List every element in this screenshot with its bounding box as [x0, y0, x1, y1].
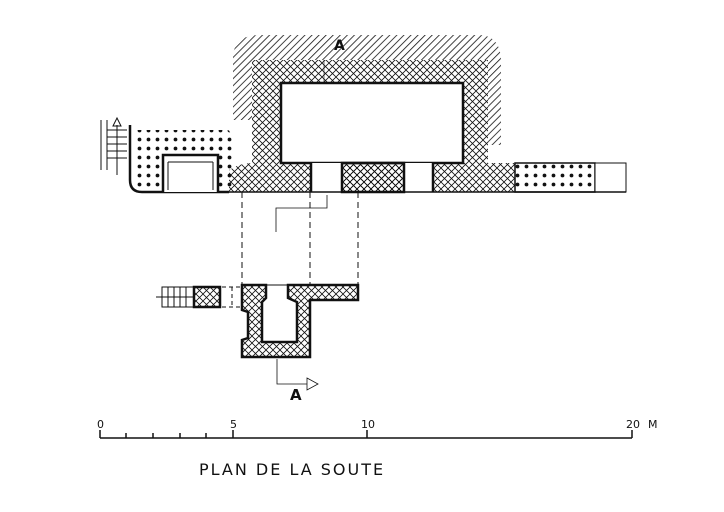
stairs-lower — [156, 286, 195, 308]
section-line — [275, 195, 328, 232]
door-opening-right — [404, 163, 433, 192]
scale-tick-20: 20 — [626, 418, 640, 431]
scale-bar: 0 5 10 20 M — [97, 418, 658, 439]
stairs-upper — [100, 116, 127, 175]
dotted-fill-right — [514, 162, 596, 193]
section-label-top: A — [334, 38, 345, 54]
end-box — [594, 162, 627, 193]
scale-tick-0: 0 — [97, 418, 104, 431]
outer-wall-left — [128, 125, 229, 194]
arrow-head-icon — [306, 377, 319, 391]
scale-tick-5: 5 — [230, 418, 237, 431]
drawing-title: PLAN DE LA SOUTE — [199, 460, 385, 479]
central-pier — [340, 161, 406, 194]
niche — [161, 153, 220, 192]
scale-unit: M — [648, 418, 658, 431]
magazine-room — [279, 81, 465, 165]
projection-lines — [241, 192, 359, 285]
section-arrow — [276, 359, 307, 385]
door-opening-left — [311, 163, 342, 192]
earth-hatching — [233, 35, 501, 145]
lower-walls — [240, 283, 360, 359]
lower-plan: A — [156, 283, 360, 404]
scale-tick-10: 10 — [361, 418, 375, 431]
section-label-bottom: A — [290, 386, 302, 404]
upper-plan: A — [100, 35, 627, 194]
